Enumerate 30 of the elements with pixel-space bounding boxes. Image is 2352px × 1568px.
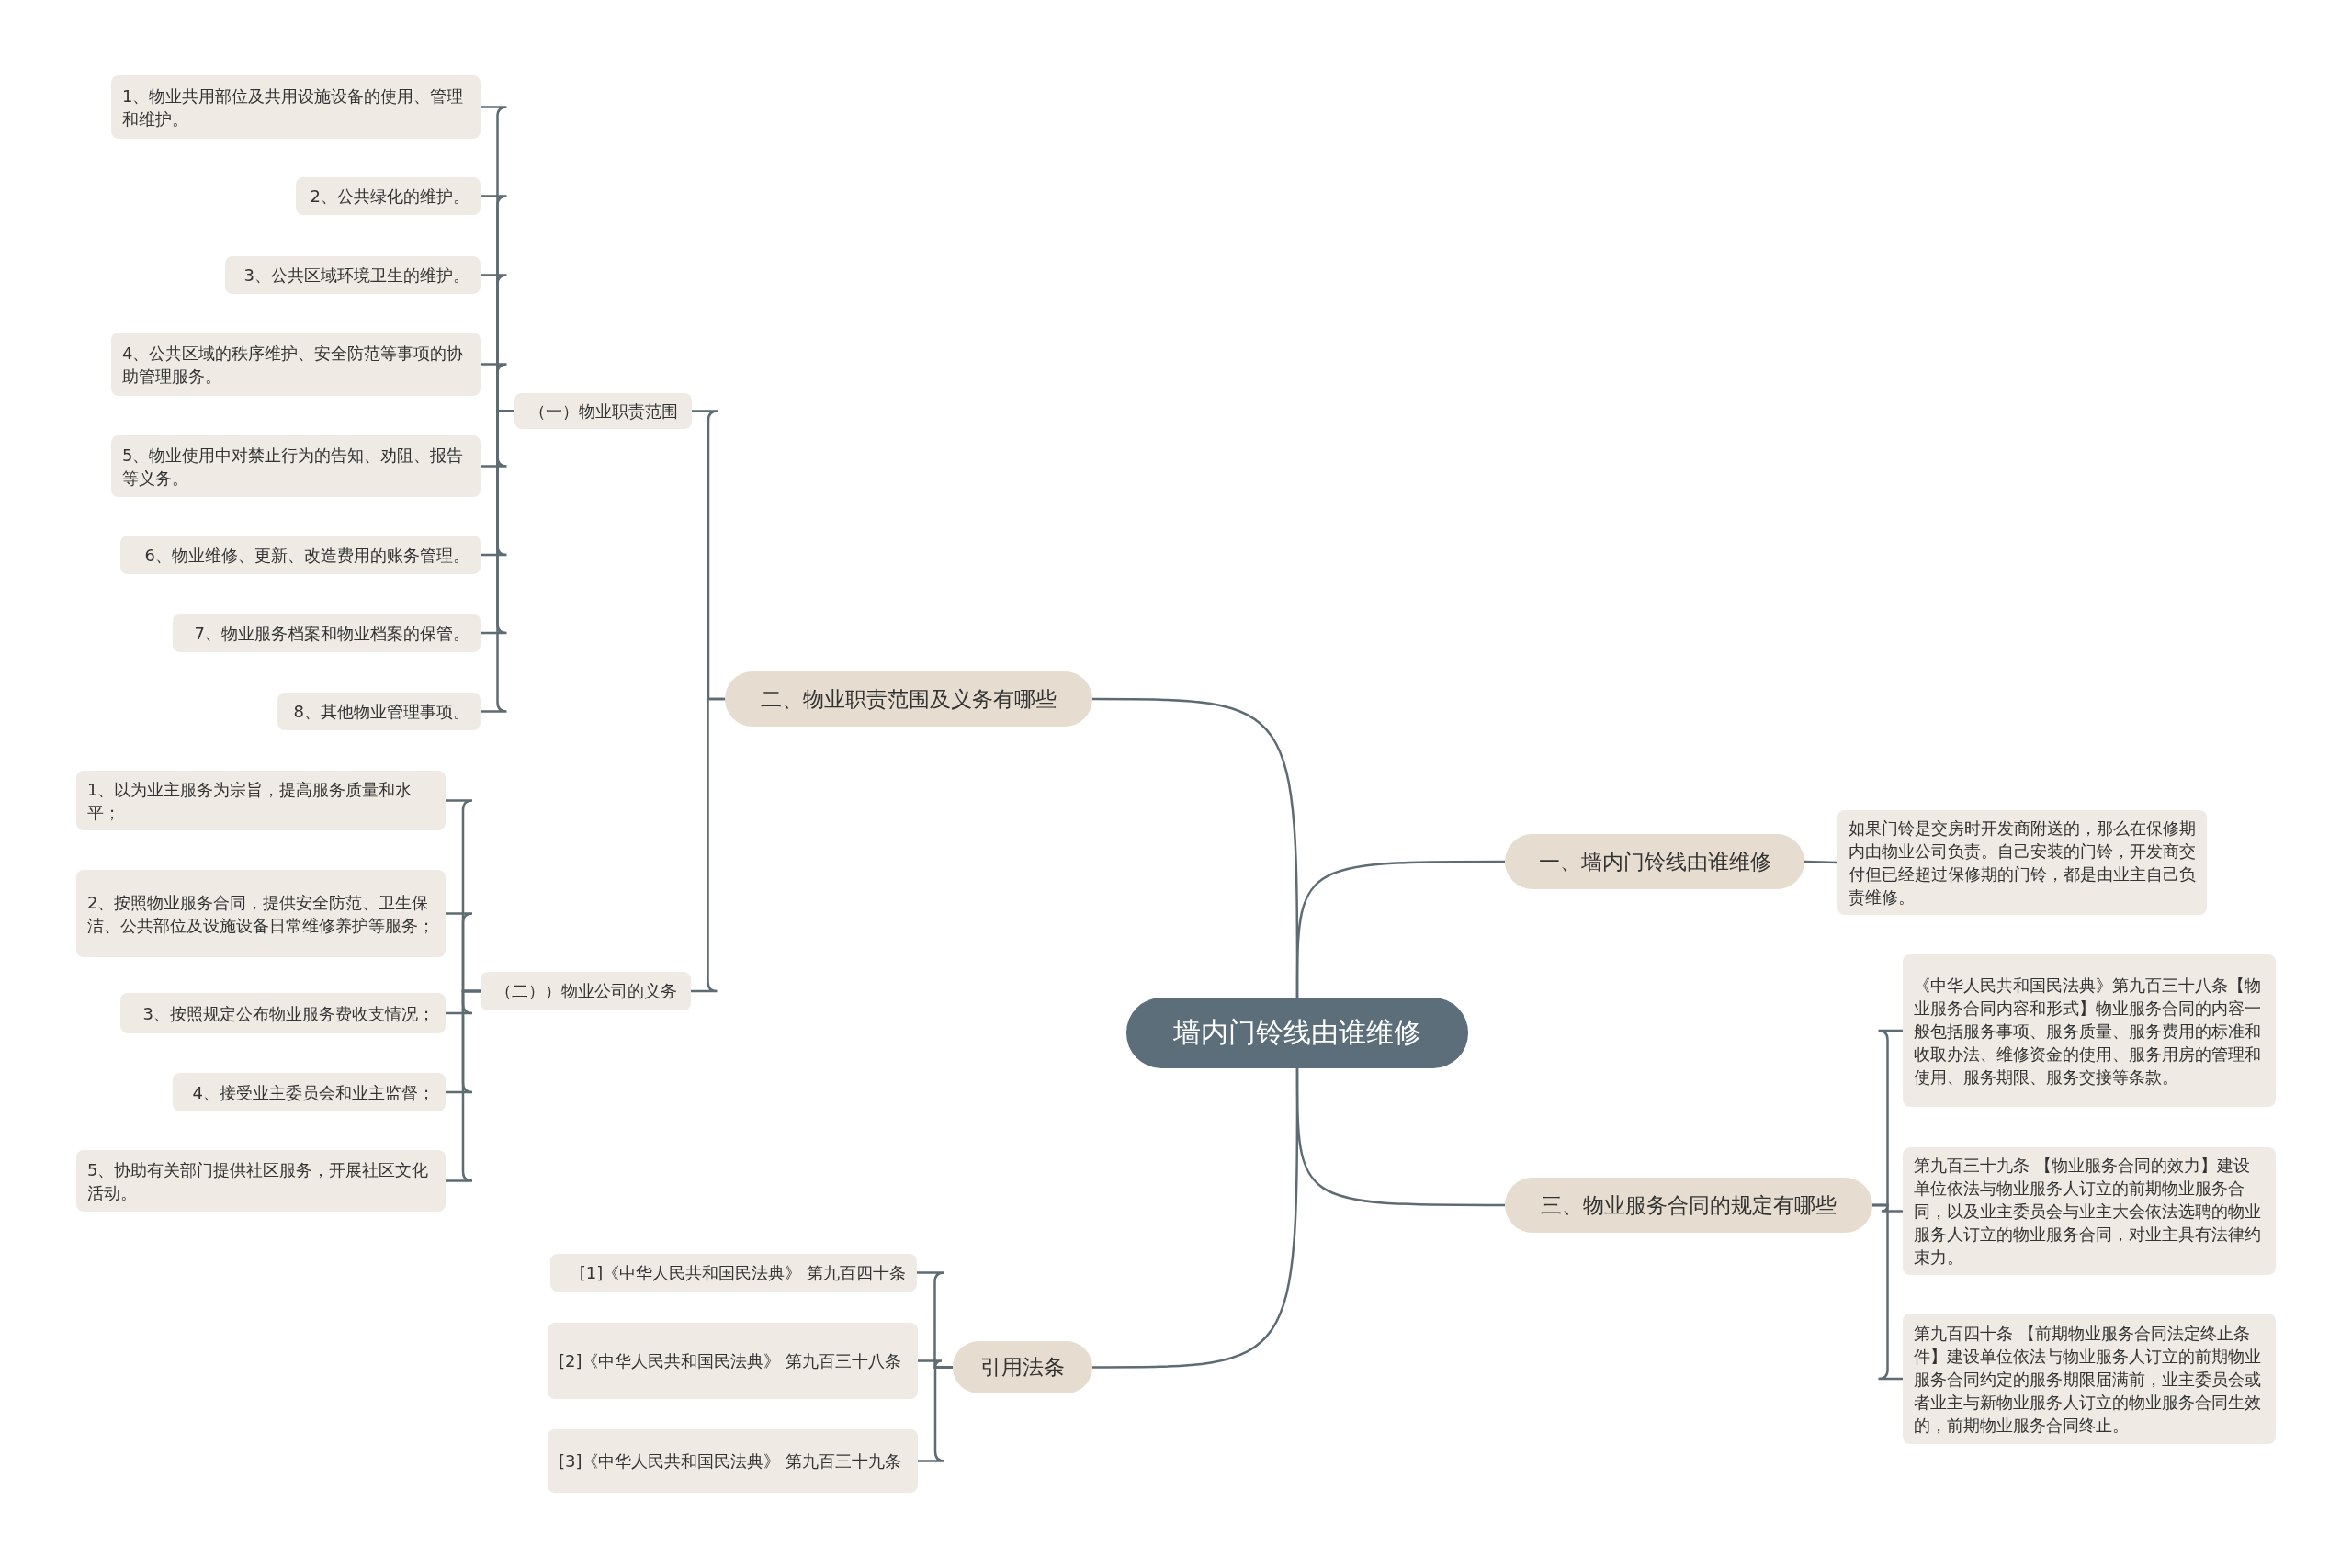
- note-box: 6、物业维修、更新、改造费用的账务管理。: [120, 536, 481, 574]
- note-box: 第九百三十九条 【物业服务合同的效力】建设单位依法与物业服务人订立的前期物业服务合同，以及业主委员会与业主大会依法选聘的物业服务人订立的物业服务合同，对业主具有法律约束力。: [1903, 1147, 2276, 1275]
- note-box: 1、以为业主服务为宗旨，提高服务质量和水平；: [76, 771, 446, 830]
- branch-topic: 三、物业服务合同的规定有哪些: [1505, 1178, 1872, 1233]
- subtopic-box: （一）物业职责范围: [514, 393, 692, 429]
- note-box: 4、接受业主委员会和业主监督；: [173, 1073, 446, 1111]
- note-box: 如果门铃是交房时开发商附送的，那么在保修期内由物业公司负责。自己安装的门铃，开发商交付但已经超过保修期的门铃，都是由业主自己负责维修。: [1838, 810, 2207, 915]
- connector-line: [1295, 860, 1505, 998]
- note-box: 3、公共区域环境卫生的维护。: [225, 256, 481, 294]
- note-box: 2、按照物业服务合同，提供安全防范、卫生保洁、公共部位及设施设备日常维修养护等服务；: [76, 870, 446, 957]
- connector-line: [1804, 860, 1838, 864]
- note-box: 1、物业共用部位及共用设施设备的使用、管理和维护。: [111, 75, 481, 139]
- connector-line: [1092, 1068, 1299, 1369]
- note-box: 《中华人民共和国民法典》第九百三十八条【物业服务合同内容和形式】物业服务合同的内容一般包括服务事项、服务质量、服务费用的标准和收取办法、维修资金的使用、服务用房的管理和使用、服务期限、服务交接等条款。: [1903, 954, 2276, 1107]
- note-box: 5、协助有关部门提供社区服务，开展社区文化活动。: [76, 1150, 446, 1212]
- note-box: [2]《中华人民共和国民法典》 第九百三十八条: [548, 1323, 918, 1399]
- note-box: 第九百四十条 【前期物业服务合同法定终止条件】建设单位依法与物业服务人订立的前期物业服务合同约定的服务期限届满前，业主委员会或者业主与新物业服务人订立的物业服务合同生效的，前期物业服务合同终止。: [1903, 1314, 2276, 1444]
- note-box: [1]《中华人民共和国民法典》 第九百四十条: [550, 1254, 917, 1292]
- branch-topic: 二、物业职责范围及义务有哪些: [725, 671, 1092, 727]
- note-box: 7、物业服务档案和物业档案的保管。: [173, 614, 481, 652]
- note-box: 2、公共绿化的维护。: [296, 177, 481, 215]
- note-box: 8、其他物业管理事项。: [277, 693, 481, 730]
- branch-topic: 一、墙内门铃线由谁维修: [1505, 834, 1804, 889]
- subtopic-box: （二））物业公司的义务: [481, 972, 691, 1010]
- note-box: 4、公共区域的秩序维护、安全防范等事项的协助管理服务。: [111, 333, 481, 396]
- note-box: 5、物业使用中对禁止行为的告知、劝阻、报告等义务。: [111, 435, 481, 497]
- branch-topic: 引用法条: [953, 1341, 1092, 1393]
- central-topic: 墙内门铃线由谁维修: [1126, 998, 1468, 1068]
- note-box: 3、按照规定公布物业服务费收支情况；: [120, 993, 446, 1033]
- note-box: [3]《中华人民共和国民法典》 第九百三十九条: [548, 1429, 918, 1493]
